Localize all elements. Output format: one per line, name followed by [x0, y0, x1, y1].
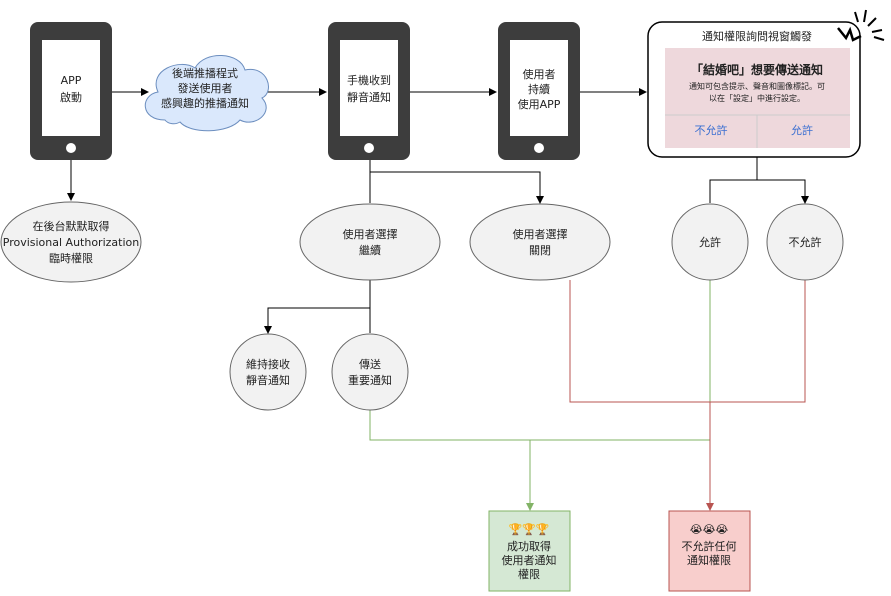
node-label: 不允許任何 [682, 539, 737, 553]
node-label: Provisional Authorization [3, 236, 140, 249]
node-provisional: 在後台默默取得 Provisional Authorization 臨時權限 [0, 201, 142, 283]
trophy-icon: 🏆🏆🏆 [508, 523, 549, 536]
node-label: 使用者選擇 [513, 227, 568, 241]
node-label: 在後台默默取得 [33, 219, 110, 233]
popup-title: 通知權限詢問視窗觸發 [702, 29, 812, 43]
phone-text: APP [61, 74, 82, 87]
node-label: 使用者通知 [502, 553, 557, 567]
deny-button: 不允許 [695, 123, 728, 137]
phone-text: 持續 [528, 82, 550, 96]
node-label: 允許 [699, 235, 721, 249]
burst-icon [837, 9, 885, 42]
node-label: 「結婚吧」想要傳送通知 [691, 62, 823, 77]
node-label: 使用者選擇 [343, 227, 398, 241]
phone-text: 手機收到 [347, 73, 391, 87]
node-label: 後端推播程式 [172, 66, 238, 80]
phone-text: 使用APP [518, 98, 561, 111]
node-label: 感興趣的推播通知 [161, 96, 249, 110]
node-label: 不允許 [789, 235, 822, 249]
node-label: 成功取得 [507, 540, 551, 553]
node-label: 臨時權限 [49, 252, 93, 265]
allow-button: 允許 [791, 123, 813, 137]
node-label: 繼續 [359, 243, 381, 257]
crying-face-icon: 😭😭😭 [690, 523, 729, 536]
node-label: 以在「設定」中進行設定。 [709, 93, 805, 103]
node-label: 通知可包含提示、聲音和圖像標記。可 [689, 81, 825, 91]
node-label: 傳送 [359, 357, 381, 371]
node-label: 靜音通知 [246, 373, 290, 387]
node-label: 發送使用者 [178, 81, 233, 95]
node-label: 通知權限 [687, 553, 731, 567]
node-label: 關閉 [529, 244, 551, 257]
node-label: 權限 [518, 568, 540, 581]
phone-text: 啟動 [60, 90, 82, 104]
phone-text: 使用者 [523, 68, 556, 81]
node-allow: 允許 [671, 203, 749, 281]
phone-text: 靜音通知 [347, 90, 391, 104]
connectors [67, 88, 805, 511]
node-label: 維持接收 [246, 357, 290, 371]
node-deny: 不允許 [766, 203, 844, 281]
permission-popup: 通知權限詢問視窗觸發 「結婚吧」想要傳送通知 通知可包含提示、聲音和圖像標記。可… [647, 9, 885, 158]
phone-app-launch: APP 啟動 [30, 22, 112, 160]
node-label: 重要通知 [348, 373, 392, 387]
